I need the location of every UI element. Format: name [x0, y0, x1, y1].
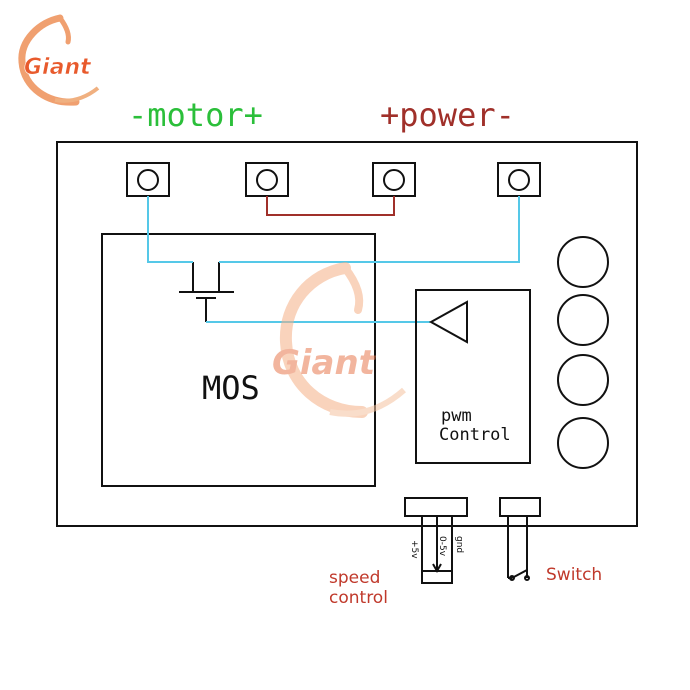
speed-control-label-line2: control: [329, 588, 388, 608]
giant-logo: Giant: [18, 14, 100, 106]
capacitor-4: [557, 417, 609, 469]
terminal-motor-positive: [245, 162, 289, 197]
pot-pin-labels: +5v 0-5v gnd: [409, 536, 464, 559]
logo-text: Giant: [24, 55, 92, 80]
pwm-label: pwm: [441, 406, 472, 426]
pin-5v-label: +5v: [409, 540, 419, 559]
pwm-triangle-icon: [428, 300, 468, 344]
pwm-control-block: [415, 289, 531, 464]
switch-label: Switch: [546, 565, 602, 585]
speed-control-label-line1: speed: [329, 568, 380, 588]
signal-wires: [147, 196, 520, 323]
terminal-power-negative: [497, 162, 541, 197]
capacitor-2: [557, 294, 609, 346]
control-label: Control: [439, 425, 511, 445]
mos-label: MOS: [202, 369, 260, 407]
capacitors: [557, 236, 609, 469]
bridge-wire: [266, 196, 395, 216]
watermark-text: Giant: [272, 343, 377, 383]
pin-gnd-label: gnd: [454, 536, 464, 553]
giant-watermark: Giant: [272, 262, 406, 418]
capacitor-3: [557, 354, 609, 406]
terminal-motor-negative: [126, 162, 170, 197]
power-label: +power-: [380, 96, 515, 134]
mos-block: [101, 233, 376, 487]
switch-connector: [499, 497, 541, 581]
speed-connector: [404, 497, 468, 584]
board-outline: [56, 141, 638, 527]
terminal-power-positive: [372, 162, 416, 197]
pin-0-5v-label: 0-5v: [437, 536, 447, 557]
capacitor-1: [557, 236, 609, 288]
motor-label: -motor+: [128, 96, 263, 134]
mosfet-symbol: [179, 262, 234, 322]
